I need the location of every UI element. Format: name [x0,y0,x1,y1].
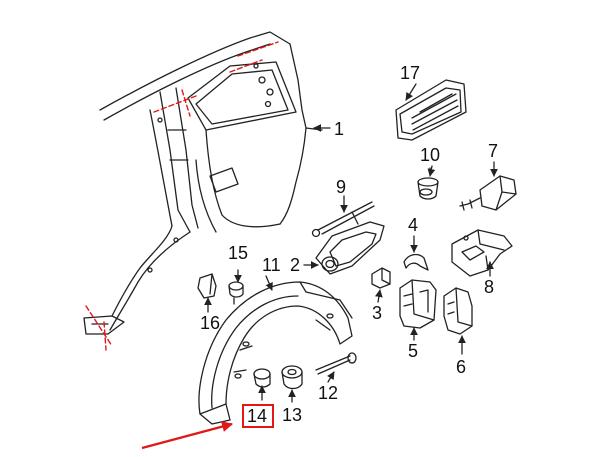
callout-2: 2 [290,255,301,275]
release-rod-part [311,201,375,238]
callout-14: 14 [247,406,268,426]
quarter-panel-part [83,31,323,335]
callout-3: 3 [372,303,383,323]
screw-part [315,352,357,375]
callout-17: 17 [400,63,421,83]
wheelhouse-liner-part [198,281,353,425]
callout-11: 11 [262,255,281,275]
callout-16: 16 [200,313,221,333]
push-pin-part [253,368,271,388]
side-bracket-part [443,287,473,335]
grommet-part [281,365,303,390]
red-pointer-arrow [141,421,234,450]
retainer-clip-part [197,273,217,299]
leader-lines [204,83,498,403]
mounting-bracket-part [451,229,513,277]
clip-part [403,253,429,271]
callout-13: 13 [282,405,303,425]
callout-7: 7 [488,141,499,161]
callout-10: 10 [420,145,441,165]
highlight-box [242,404,274,428]
fuel-door-housing-part [315,221,385,275]
callout-1: 1 [334,119,345,139]
actuator-part [459,175,517,211]
vent-grille-part [395,79,467,141]
bolt-part [228,281,244,305]
cut-line-markers [85,41,279,351]
callout-9: 9 [336,177,347,197]
callout-12: 12 [318,383,339,403]
bump-stop-part [417,167,439,200]
guide-part [399,279,437,329]
callout-6: 6 [456,357,467,377]
callout-4: 4 [408,215,419,235]
callout-15: 15 [228,243,249,263]
small-bracket-part [371,267,391,289]
callout-8: 8 [484,277,495,297]
callout-5: 5 [408,341,419,361]
